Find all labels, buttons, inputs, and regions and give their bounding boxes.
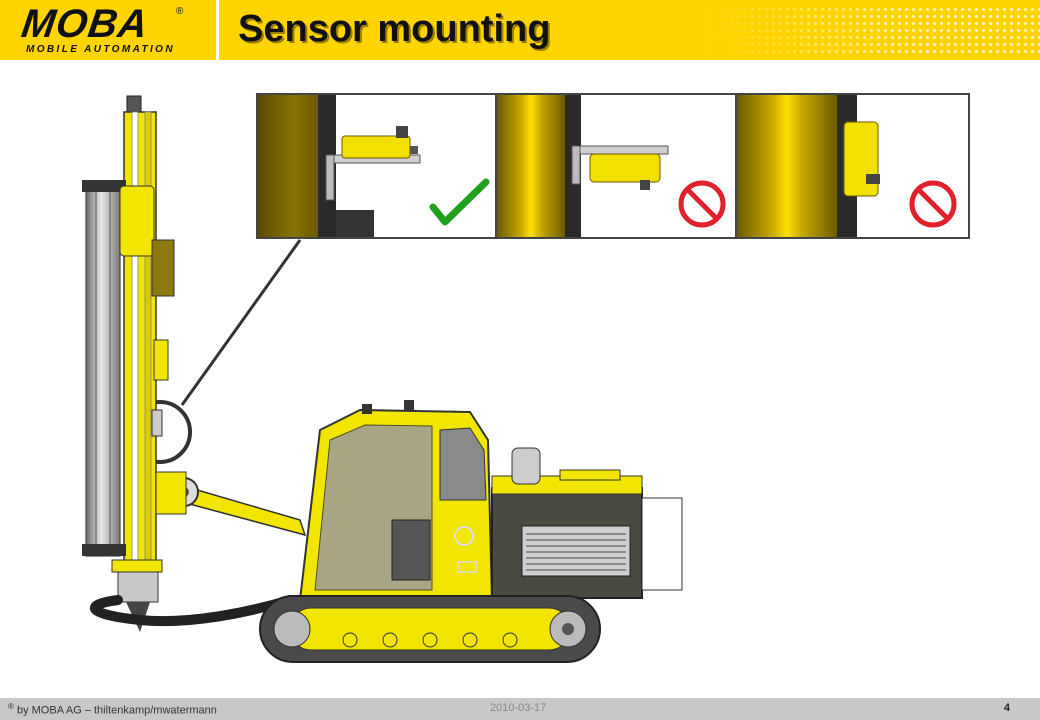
hydraulic-hose [90, 595, 295, 627]
header-dot-pattern [700, 6, 1040, 56]
mast-base-block [336, 210, 374, 237]
page-number: 4 [1003, 702, 1010, 714]
sensor-body [341, 135, 411, 159]
panel-incorrect-mounting-1 [497, 95, 726, 237]
slide-title: Sensor mounting [238, 8, 551, 50]
header-divider [216, 0, 219, 60]
footer-bar: ® by MOBA AG – thiltenkamp/mwatermann 20… [0, 698, 1040, 720]
logo-tagline: MOBILE AUTOMATION [26, 44, 175, 55]
mast-section [258, 95, 318, 237]
prohibited-icon [678, 180, 726, 228]
mast-section [737, 95, 837, 237]
brand-emblem-icon [454, 526, 474, 546]
drill-rig-illustration [82, 93, 970, 663]
exhaust-pipe [511, 447, 541, 485]
mast-sensor [151, 409, 163, 437]
drill-clamp [117, 571, 159, 603]
mast-cylinder [153, 339, 169, 381]
footer-copyright: ® by MOBA AG – thiltenkamp/mwatermann [8, 702, 217, 717]
magazine-cap [82, 544, 126, 556]
sensor-connector [640, 180, 650, 190]
header-bar: MOBA ® MOBILE AUTOMATION Sensor mounting [0, 0, 1040, 60]
mast-mount [155, 471, 187, 515]
copyright-text: by MOBA AG – thiltenkamp/mwatermann [16, 704, 217, 717]
panel-correct-mounting [258, 95, 490, 237]
mast-rail [131, 111, 139, 573]
magazine-cap [82, 180, 126, 192]
mast-section [497, 95, 565, 237]
copyright-mark: ® [8, 702, 14, 711]
rod-magazine [85, 183, 121, 557]
moba-logo: MOBA ® MOBILE AUTOMATION [0, 0, 214, 60]
idler-wheel [273, 610, 311, 648]
check-icon [429, 178, 490, 226]
prohibited-icon [909, 180, 957, 228]
sensor-body-upside-down [589, 153, 661, 183]
logo-registered-mark: ® [176, 6, 184, 17]
mounting-panels [256, 93, 970, 239]
callout-line [180, 239, 302, 406]
fuel-cap-icon [457, 561, 477, 573]
sensor-connector [396, 126, 408, 138]
bracket-vertical [325, 154, 335, 201]
rotation-unit [119, 185, 155, 257]
sensor-body-vertical [843, 121, 879, 197]
mounting-bracket [571, 145, 669, 155]
sensor-plug [410, 146, 418, 154]
drill-guide [111, 559, 163, 573]
sensor-connector [866, 174, 880, 184]
cab-seat [391, 519, 431, 581]
panel-incorrect-mounting-2 [737, 95, 957, 237]
mast-rail [144, 111, 152, 573]
bracket-vertical [571, 145, 581, 185]
cab-side-window [439, 427, 487, 501]
drill-rig [82, 95, 683, 663]
hydraulic-box [151, 239, 175, 297]
engine-rear-panel [641, 497, 683, 591]
footer-date: 2010-03-17 [490, 702, 547, 714]
